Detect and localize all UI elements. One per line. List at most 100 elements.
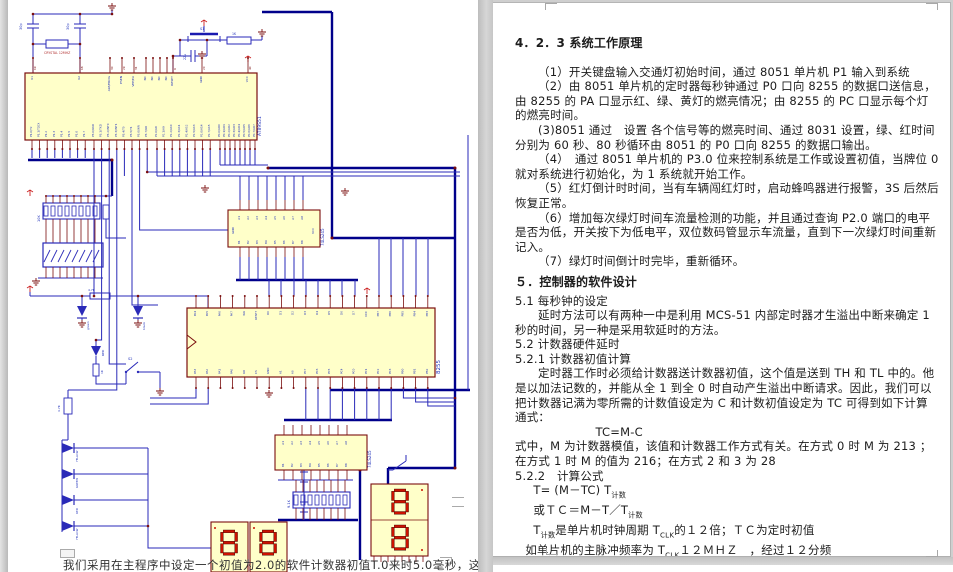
paragraph: 如单片机的主脉冲频率为 TCLK１２ＭＨＺ ，经过１２分频 <box>525 542 832 557</box>
svg-text:NC: NC <box>150 76 154 80</box>
svg-text:A6: A6 <box>282 216 286 220</box>
svg-text:D5: D5 <box>327 311 331 315</box>
ppi-name: 8255 <box>436 360 442 374</box>
svg-text:A7: A7 <box>291 216 295 220</box>
paragraph: 5.2.1 计数器初值计算 <box>515 351 632 366</box>
ic-ppi-8255: 8255 <box>186 307 442 378</box>
svg-text:P2.1/A9: P2.1/A9 <box>162 126 166 137</box>
paragraph: T= (M－TC) T计数 <box>533 483 627 500</box>
svg-text:PA1: PA1 <box>217 369 221 374</box>
svg-text:P3.6/WR: P3.6/WR <box>137 125 141 137</box>
svg-text:B8: B8 <box>300 240 304 244</box>
boundary-mark <box>60 549 75 558</box>
buffer1-vcc-label: VCC <box>311 228 315 234</box>
resistor-pack-2: 9.1K <box>287 491 351 509</box>
svg-text:B7: B7 <box>335 463 339 467</box>
svg-text:PC7: PC7 <box>303 368 307 374</box>
svg-text:19: 19 <box>33 66 37 70</box>
page-schematic[interactable]: 30p 30p CRYSTAL 12MHZ S1 1K 22u AT89S51 … <box>8 0 478 572</box>
svg-text:VPP/EA: VPP/EA <box>131 75 135 87</box>
bus-wires <box>28 10 470 560</box>
paragraph: 4．2．3 系统工作原理 <box>515 36 643 50</box>
svg-text:PA5: PA5 <box>205 311 209 316</box>
crystal-value: CRYSTAL 12MHZ <box>44 51 71 55</box>
svg-text:B3: B3 <box>255 240 259 244</box>
crystal-circuit: 30p 30p CRYSTAL 12MHZ <box>19 23 71 55</box>
boundary-mark <box>546 548 558 555</box>
svg-text:A2: A2 <box>290 441 294 445</box>
svg-text:A0: A0 <box>291 370 295 374</box>
svg-text:RD: RD <box>242 370 246 374</box>
page-text[interactable]: 4．2．3 系统工作原理（1）开关键盘输入交通灯初始时间，通过 8051 单片机… <box>493 2 951 557</box>
svg-text:GND: GND <box>266 368 270 374</box>
svg-text:B7: B7 <box>291 240 295 244</box>
circuit-schematic[interactable]: 30p 30p CRYSTAL 12MHZ S1 1K 22u AT89S51 … <box>8 0 478 572</box>
paragraph: 定时器工作时必须给计数器送计数器初值，这个值是送到 TH 和 TL 中的。他是以… <box>515 366 935 425</box>
paragraph: T计数是单片机时钟周期 TCLK的１２倍；ＴＣ为定时初值 <box>533 523 815 540</box>
dip-switch <box>42 242 104 268</box>
svg-text:P0.2/AD2: P0.2/AD2 <box>227 124 231 137</box>
cap2-label: 30p <box>66 23 70 30</box>
svg-text:B1: B1 <box>237 240 241 244</box>
svg-text:A6: A6 <box>326 441 330 445</box>
svg-text:PC5: PC5 <box>327 368 331 374</box>
walk-resistor-label: 4.7K <box>88 288 96 292</box>
svg-text:B2: B2 <box>246 240 250 244</box>
svg-text:D1: D1 <box>278 311 282 315</box>
led1-label: YELLOW <box>75 450 79 462</box>
reset-circuit: S1 1K 22u <box>183 27 252 60</box>
svg-text:VCC: VCC <box>364 311 368 317</box>
paragraph: 5.2.2 计算公式 <box>515 468 604 483</box>
svg-text:9: 9 <box>173 68 177 70</box>
svg-text:A5: A5 <box>317 441 321 445</box>
svg-text:PB1: PB1 <box>413 368 417 374</box>
svg-text:P3.7/RD: P3.7/RD <box>144 126 148 137</box>
paragraph: （6）增加每次绿灯时间车流量检测的功能，并且通过查询 P2.0 端口的电平是否为… <box>515 210 937 254</box>
svg-text:P2.7/A15: P2.7/A15 <box>207 124 211 137</box>
led2-label: GREEN <box>75 478 79 488</box>
svg-text:A4: A4 <box>308 441 312 445</box>
paragraph: (3)8051 通过 设置 各个信号等的燃亮时间、通过 8031 设置，绿、红时… <box>515 122 935 152</box>
document-text[interactable]: 4．2．3 系统工作原理（1）开关键盘输入交通灯初始时间，通过 8051 单片机… <box>493 3 950 557</box>
next-page-top <box>493 565 953 572</box>
paragraph: 式中，M 为计数器模值，该值和计数器工作方式有关。在方式 0 时 M 为 213… <box>515 439 932 469</box>
svg-text:P2.6/A14: P2.6/A14 <box>200 124 204 137</box>
svg-text:B2: B2 <box>290 463 294 467</box>
rpack1-top-stubs <box>45 195 96 203</box>
walk-led-circuit: 4.7K green black <box>77 288 146 330</box>
svg-text:A8: A8 <box>300 216 304 220</box>
svg-text:PB4: PB4 <box>413 311 417 317</box>
svg-text:A1: A1 <box>278 370 282 374</box>
ic-buffer1-74ls245: 74LS245 GND VCC <box>227 209 325 248</box>
svg-text:PB3: PB3 <box>425 311 429 317</box>
svg-text:P0.6/AD6: P0.6/AD6 <box>247 124 251 137</box>
seven-seg-dual-right <box>370 483 429 557</box>
rpack1-bottom-stubs <box>45 219 96 243</box>
svg-text:B5: B5 <box>317 463 321 467</box>
svg-text:P0.7/AD7: P0.7/AD7 <box>252 124 256 137</box>
svg-text:29: 29 <box>122 66 126 70</box>
column-resistor-label: 4.7K <box>57 404 61 412</box>
traffic-led-column: 4.7K YELLOW GREEN RED YELLOW <box>57 397 79 540</box>
reset-resistor-label: 1K <box>232 32 237 36</box>
svg-text:PA2: PA2 <box>205 369 209 374</box>
svg-text:P0.5/AD5: P0.5/AD5 <box>242 124 246 137</box>
svg-text:PC0: PC0 <box>352 368 356 374</box>
svg-text:A7: A7 <box>335 441 339 445</box>
svg-text:P1.7: P1.7 <box>82 131 86 137</box>
rpack2-top-stubs <box>295 480 346 492</box>
switch2-label: S2 <box>128 357 132 361</box>
svg-text:P0.1/AD1: P0.1/AD1 <box>222 124 226 137</box>
svg-text:P3.0/RXD: P3.0/RXD <box>91 124 95 137</box>
svg-text:PC4: PC4 <box>339 368 343 374</box>
svg-text:A3: A3 <box>299 441 303 445</box>
svg-text:D3: D3 <box>303 311 307 315</box>
svg-text:B6: B6 <box>326 463 330 467</box>
svg-text:RESET: RESET <box>254 311 258 320</box>
paragraph: ５．控制器的软件设计 <box>515 274 638 289</box>
